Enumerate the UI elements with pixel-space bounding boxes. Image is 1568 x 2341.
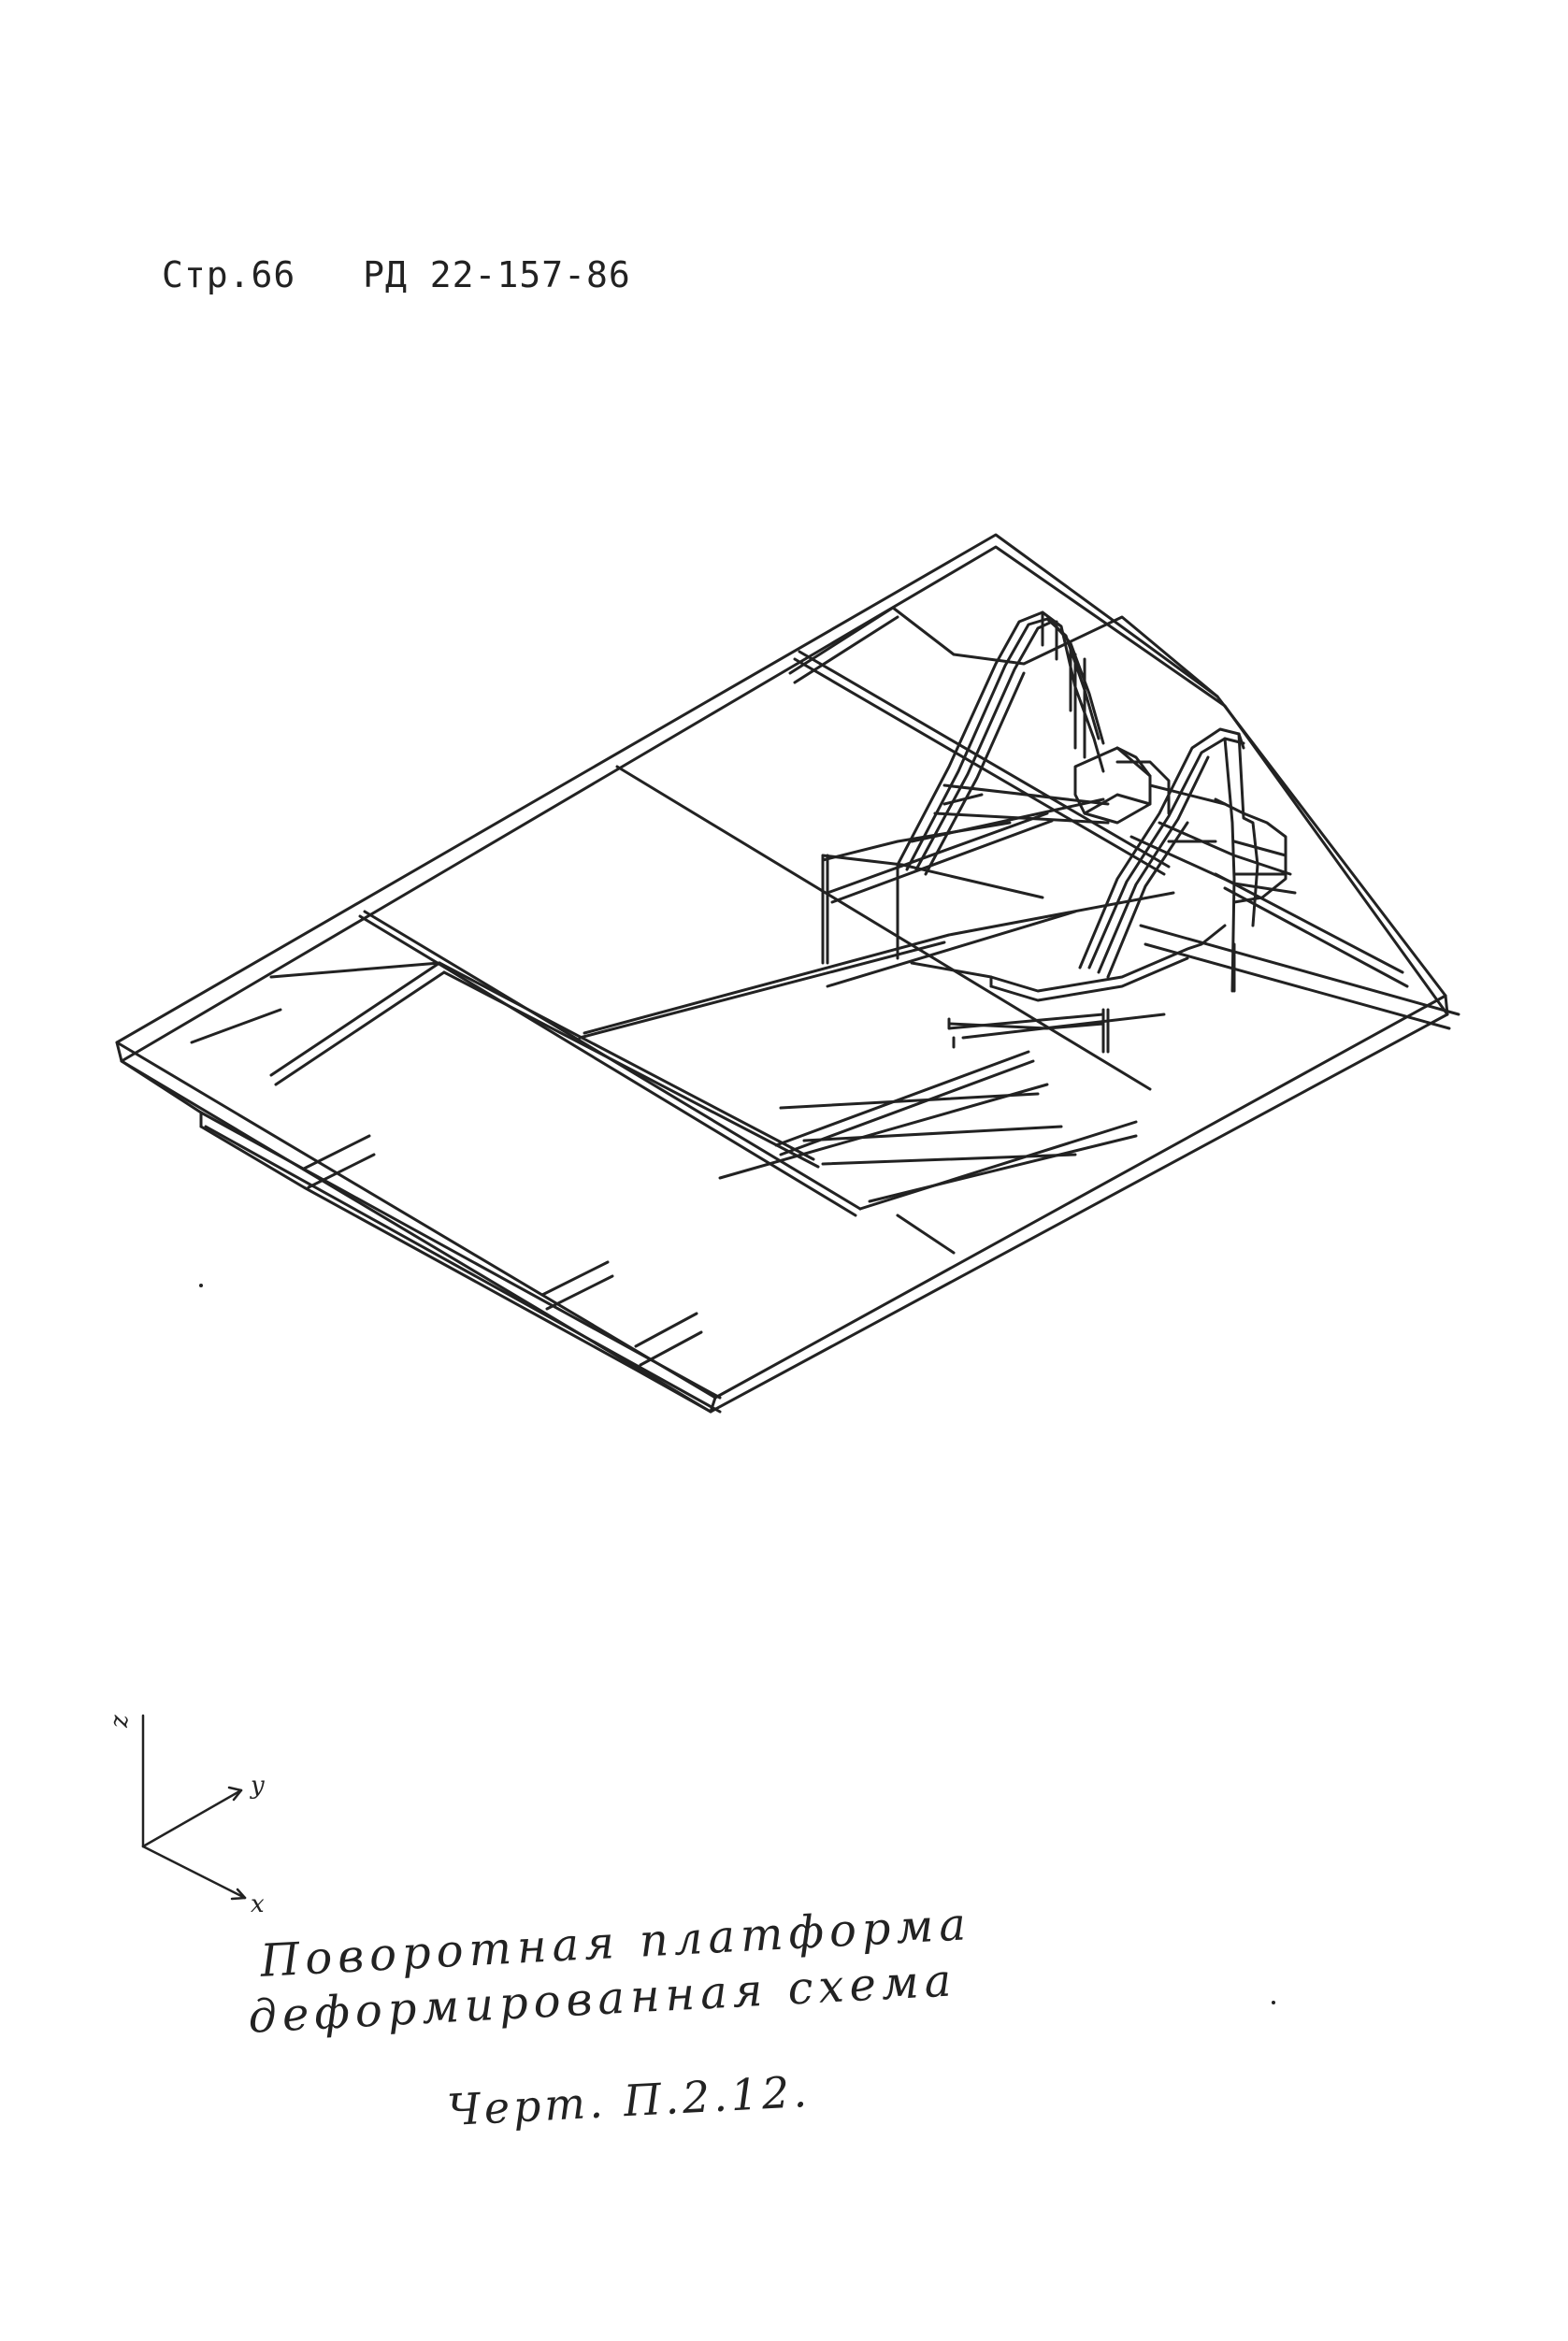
document-code: РД 22-157-86 <box>363 254 631 295</box>
front-right-panel <box>779 1036 1138 1255</box>
y-axis-line <box>141 1788 243 1848</box>
boom-support-right <box>1078 727 1259 1054</box>
front-edge-frame <box>120 1059 722 1414</box>
x-axis-line <box>141 1845 247 1900</box>
x-axis-label: x <box>251 1890 265 1918</box>
page-number: Стр.66 <box>162 254 296 295</box>
boom-support-left <box>896 610 1110 876</box>
scan-specks <box>199 1284 1275 2004</box>
hinge-block <box>1073 746 1297 904</box>
platform-outline <box>115 533 1449 1414</box>
z-axis-label: z <box>106 1715 134 1729</box>
page-header: Стр.66 РД 22-157-86 <box>162 254 631 295</box>
y-axis-label: y <box>250 1772 265 1800</box>
axis-triad: z y x <box>106 1714 265 1918</box>
longitudinal-beams <box>269 811 1175 1211</box>
central-box <box>821 821 1227 1049</box>
